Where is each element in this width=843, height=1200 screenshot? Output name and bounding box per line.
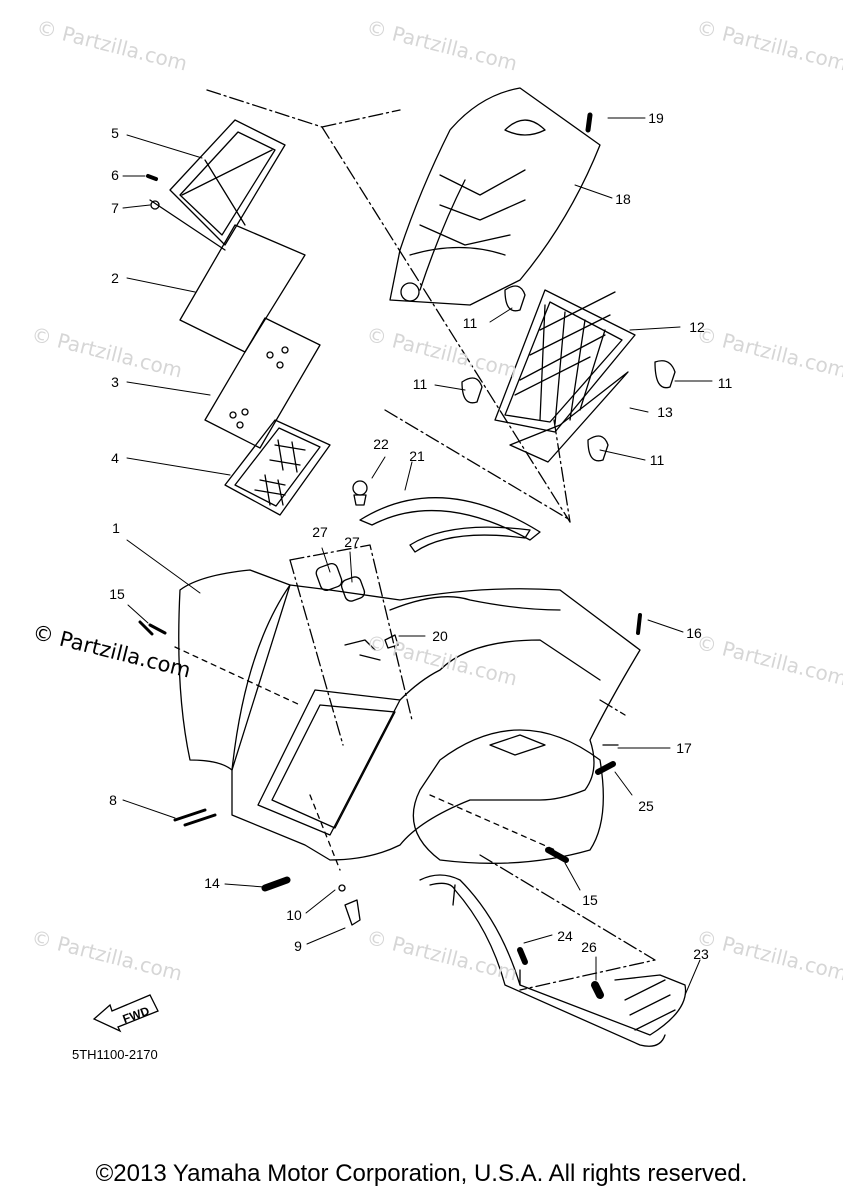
callout-17: 17 bbox=[676, 740, 692, 756]
callout-4: 4 bbox=[111, 450, 119, 466]
callout-5: 5 bbox=[111, 125, 119, 141]
callout-6: 6 bbox=[111, 167, 119, 183]
callout-20: 20 bbox=[432, 628, 448, 644]
callout-11: 11 bbox=[717, 375, 733, 391]
damper-parts bbox=[315, 563, 366, 602]
callout-3: 3 bbox=[111, 374, 119, 390]
callout-14: 14 bbox=[204, 875, 220, 891]
element-plate-part bbox=[179, 224, 306, 353]
bolt-parts bbox=[138, 112, 642, 999]
callout-1: 1 bbox=[112, 520, 120, 536]
copyright-notice: ©2013 Yamaha Motor Corporation, U.S.A. A… bbox=[95, 1160, 748, 1187]
callout-27: 27 bbox=[312, 524, 328, 540]
callout-11: 11 bbox=[412, 376, 428, 392]
callout-11: 11 bbox=[649, 452, 665, 468]
callout-2: 2 bbox=[111, 270, 119, 286]
stay-bracket-part bbox=[359, 497, 541, 553]
brush-guard-part bbox=[419, 874, 687, 1047]
callout-16: 16 bbox=[686, 625, 702, 641]
callout-15: 15 bbox=[582, 892, 598, 908]
air-box-bracket-part bbox=[149, 119, 286, 251]
diagram-code: 5TH1100-2170 bbox=[72, 1047, 158, 1062]
callout-24: 24 bbox=[557, 928, 573, 944]
callout-25: 25 bbox=[638, 798, 654, 814]
callout-7: 7 bbox=[111, 200, 119, 216]
clip-parts bbox=[461, 285, 676, 462]
front-top-cover-part bbox=[389, 87, 601, 306]
callout-13: 13 bbox=[657, 404, 673, 420]
callout-18: 18 bbox=[615, 191, 631, 207]
front-fender-part bbox=[178, 569, 641, 864]
callout-12: 12 bbox=[689, 319, 705, 335]
callout-19: 19 bbox=[648, 110, 664, 126]
leader-lines bbox=[122, 117, 713, 996]
assembly-guide-lines bbox=[206, 89, 656, 991]
mesh-sheet-part bbox=[509, 371, 629, 463]
callout-21: 21 bbox=[409, 448, 425, 464]
screen-frame-part bbox=[224, 419, 331, 516]
rivet-part bbox=[352, 480, 368, 506]
callout-26: 26 bbox=[581, 939, 597, 955]
perforated-sheet-part bbox=[204, 317, 321, 449]
callout-23: 23 bbox=[693, 946, 709, 962]
callout-9: 9 bbox=[294, 938, 302, 954]
callout-11: 11 bbox=[462, 315, 478, 331]
callout-22: 22 bbox=[373, 436, 389, 452]
callout-27: 27 bbox=[344, 534, 360, 550]
callout-15: 15 bbox=[109, 586, 125, 602]
callout-8: 8 bbox=[109, 792, 117, 808]
forward-arrow-icon: FWD bbox=[92, 994, 159, 1033]
grille-part bbox=[494, 289, 636, 433]
callout-10: 10 bbox=[286, 907, 302, 923]
